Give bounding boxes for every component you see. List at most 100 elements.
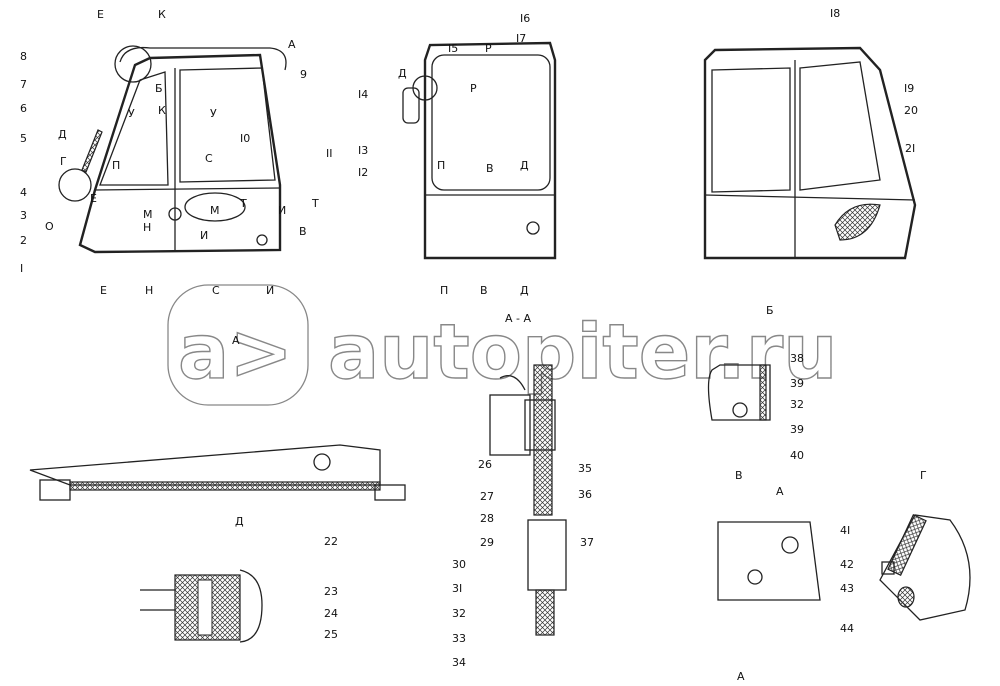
callout-label: 9 [300,68,307,81]
callout-label: 44 [840,622,854,635]
detail-fastener [140,569,263,643]
callout-label: 33 [452,632,466,645]
callout-label: А [776,485,784,498]
callout-label: 8 [20,50,27,63]
callout-label: 28 [480,512,494,525]
callout-label: 27 [480,490,494,503]
callout-label: I [20,262,23,275]
callout-label: 4I [840,524,850,537]
callout-label: Е [100,284,107,297]
callout-label: К [158,104,166,117]
detail-view-b [707,364,771,421]
callout-label: Б [766,304,774,317]
callout-label: И [278,204,286,217]
callout-label: Г [920,469,927,482]
callout-label: И [266,284,274,297]
callout-label: Н [145,284,153,297]
svg-text:a>: a> [178,307,293,396]
callout-label: I2 [358,166,368,179]
callout-label: Т [311,197,319,210]
callout-label: 40 [790,449,804,462]
callout-label: А - А [505,312,531,325]
callout-label: В [735,469,743,482]
callout-label: В [486,162,494,175]
callout-label: О [45,220,54,233]
callout-label: 25 [324,628,338,641]
watermark-text: autopiter.ru [328,307,837,396]
section-a-a [489,364,567,636]
callout-label: 7 [20,78,27,91]
callout-label: 4 [20,186,27,199]
callout-label: I9 [904,82,914,95]
callout-label: М [210,204,220,217]
callout-label: А [232,334,240,347]
callout-label: I3 [358,144,368,157]
callout-label: 23 [324,585,338,598]
callout-label: 2 [20,234,27,247]
callout-label: 29 [480,536,494,549]
callout-label: 37 [580,536,594,549]
callout-label: I8 [830,7,840,20]
callout-label: 3I [452,582,462,595]
callout-label: I4 [358,88,368,101]
callout-label: Д [520,284,529,297]
callout-label: I5 [448,42,458,55]
callout-label: М [143,208,153,221]
callout-label: Н [143,221,151,234]
callout-label: 32 [790,398,804,411]
callout-label: 43 [840,582,854,595]
callout-label: 36 [578,488,592,501]
callout-label: 42 [840,558,854,571]
callout-label: А [737,670,745,683]
callout-label: В [299,225,307,238]
callout-label: I7 [516,32,526,45]
callout-label: У [128,107,135,120]
callout-label: В [480,284,488,297]
callout-label: 39 [790,423,804,436]
callout-label: Е [90,192,97,205]
watermark-logo: a> autopiter.ru [167,284,838,406]
callout-label: П [112,159,120,172]
callout-label: Р [470,82,477,95]
detail-view-v [717,521,821,601]
callout-label: И [200,229,208,242]
callout-label: Е [97,8,104,21]
callout-label: Д [398,67,407,80]
callout-label: Д [58,128,67,141]
callout-label: 22 [324,535,338,548]
callout-label: С [205,152,213,165]
callout-label: 24 [324,607,338,620]
callout-label: Д [520,159,529,172]
callout-label: II [326,147,333,160]
callout-label: Б [155,82,163,95]
callout-label: К [158,8,166,21]
detail-view-d [29,444,406,501]
callout-label: Д [235,515,244,528]
callout-label: 34 [452,656,466,669]
callout-label: 5 [20,132,27,145]
callout-label: 20 [904,104,918,117]
callout-label: Г [60,155,67,168]
callout-label: А [288,38,296,51]
callout-label: П [440,284,448,297]
detail-view-g [879,514,971,621]
callout-label: У [210,107,217,120]
callout-label: I6 [520,12,530,25]
callout-label: 39 [790,377,804,390]
callout-label: 3 [20,209,27,222]
cab-front-view [402,41,557,260]
callout-label: 30 [452,558,466,571]
callout-label: 2I [905,142,915,155]
cab-side-view-left [58,45,287,254]
callout-label: 6 [20,102,27,115]
cab-perspective-view [703,46,917,260]
callout-label: П [437,159,445,172]
callout-label: 32 [452,607,466,620]
callout-label: 35 [578,462,592,475]
callout-label: I0 [240,132,250,145]
callout-label: Р [485,42,492,55]
callout-label: Т [239,197,247,210]
